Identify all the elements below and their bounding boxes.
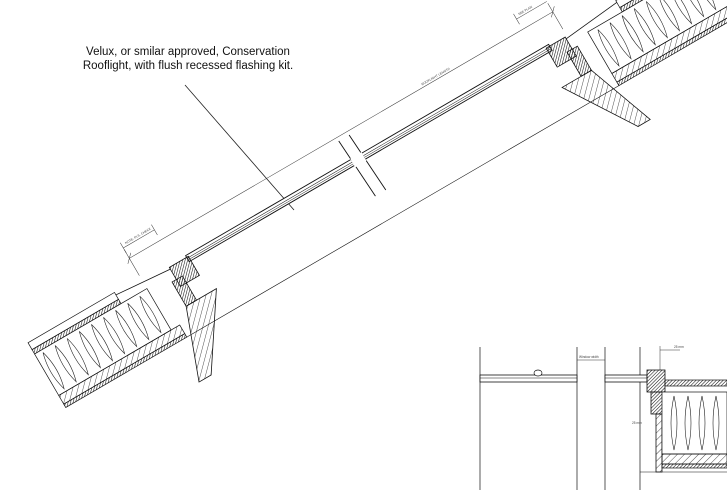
dim-left-label: NOTE: PLS. CHECK — [124, 226, 152, 245]
left-frame-kerb — [168, 255, 217, 383]
right-roof-buildup — [587, 0, 727, 87]
detail-glazing — [479, 369, 648, 383]
dim-right-label: SEE PLAN — [517, 5, 533, 17]
annotation-line-1: Velux, or smilar approved, Conservation — [86, 46, 290, 58]
rooflight-annotation: Velux, or smilar approved, Conservation … — [48, 45, 328, 73]
right-insulation — [597, 0, 717, 67]
flashing — [106, 2, 617, 300]
annotation-line-2: Rooflight, with flush recessed flashing … — [82, 60, 294, 72]
rooflight-glazing — [185, 43, 553, 263]
pitched-roof-section: NOTE: PLS. CHECK SEE PLAN ROOFLIGHT LENG… — [27, 0, 727, 409]
dim-length-label: ROOFLIGHT LENGTH — [421, 66, 452, 86]
detail-side-label: 25 mm — [632, 421, 642, 425]
left-roof-buildup — [27, 288, 188, 409]
ceiling-line — [186, 85, 620, 338]
detail-insulation — [670, 395, 720, 451]
right-frame-kerb — [545, 36, 651, 127]
break-line — [338, 134, 387, 197]
detail-top-label: 25 mm — [674, 345, 684, 349]
detail-roof-buildup — [661, 379, 727, 469]
window-width-label: Window width — [579, 355, 599, 359]
overall-dimension — [120, 1, 564, 276]
left-insulation — [42, 295, 162, 390]
detail-dimension — [577, 346, 680, 370]
flat-detail-section: Window width 25 mm 25 mm — [479, 345, 727, 490]
annotation-leader — [184, 84, 295, 211]
